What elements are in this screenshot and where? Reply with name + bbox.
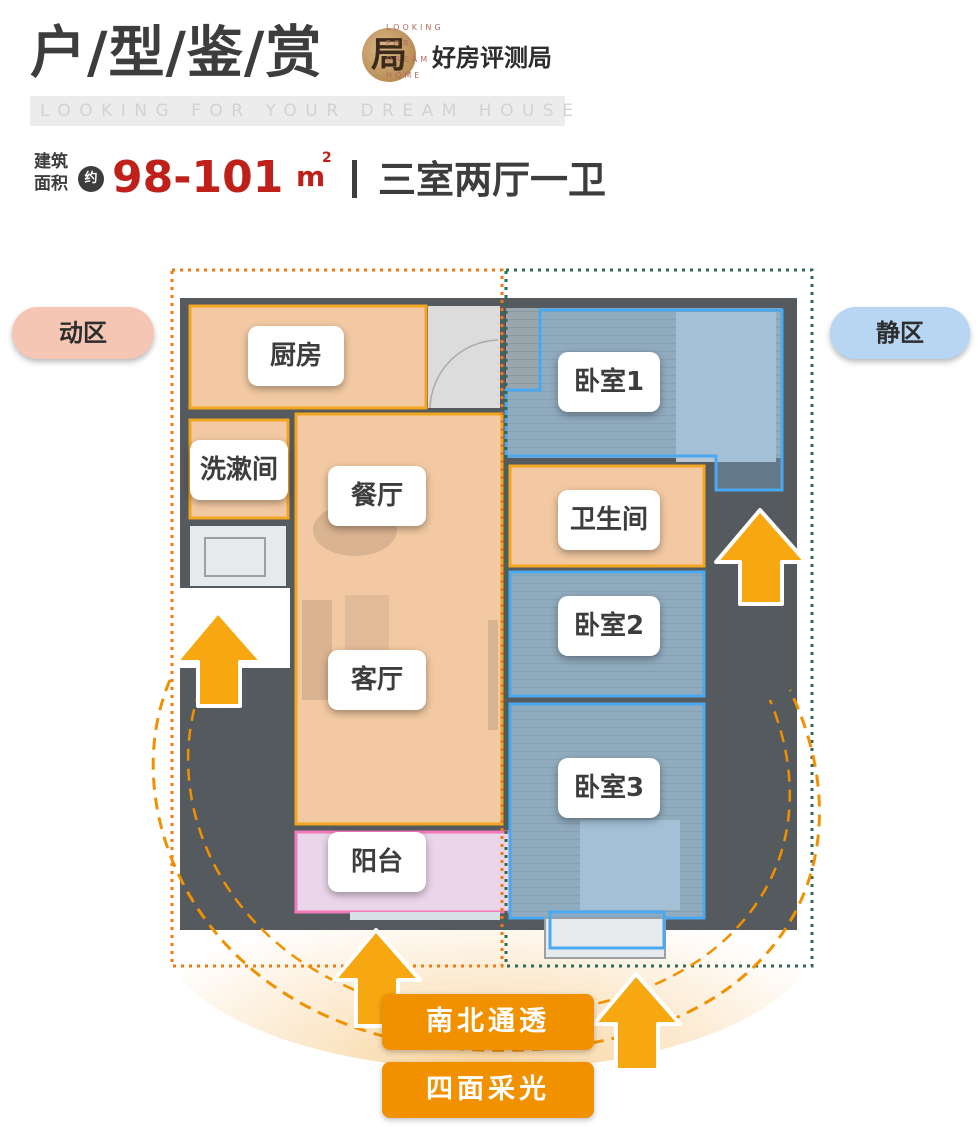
room-label-bedroom1: 卧室1 — [558, 352, 660, 412]
quiet-zone-label: 静区 — [830, 307, 970, 359]
arrow-up-icon — [332, 928, 422, 1028]
room-label-balcony: 阳台 — [328, 832, 426, 892]
room-label-bathroom: 卫生间 — [558, 490, 660, 550]
feature-badge-lighting: 四面采光 — [382, 1062, 594, 1118]
tv-cabinet — [488, 620, 498, 730]
arrow-up-icon — [174, 610, 264, 708]
quiet-zone-boundary — [504, 268, 814, 968]
arrow-up-icon — [714, 508, 808, 606]
bed1 — [676, 312, 776, 462]
logo-char: 局 — [370, 34, 407, 76]
dynamic-zone-label: 动区 — [12, 307, 154, 359]
page-title: 户/型/鉴/赏 — [30, 21, 323, 86]
logo-letters: LOOKING FOR DREAM HOME — [386, 20, 444, 84]
room-label-kitchen: 厨房 — [248, 326, 344, 386]
sofa — [302, 600, 332, 700]
divider — [352, 160, 357, 198]
balcony-window — [350, 912, 500, 920]
area-label: 建筑 面积 — [34, 151, 78, 195]
logo-letter-line: HOME — [386, 71, 423, 80]
living-outline — [294, 412, 504, 826]
kitchen-outline — [188, 304, 428, 410]
washing-machine — [204, 537, 266, 577]
arrow-up-icon — [592, 972, 682, 1072]
tagline: LOOKING FOR YOUR DREAM HOUSE — [40, 101, 582, 121]
coffee-table — [345, 595, 389, 655]
room-label-bedroom2: 卧室2 — [558, 596, 660, 656]
room-label-washroom: 洗漱间 — [190, 440, 288, 500]
feature-badge-ventilation: 南北通透 — [382, 994, 594, 1050]
area-unit: m — [296, 160, 326, 193]
room-label-living: 客厅 — [328, 650, 426, 710]
room-label-bedroom3: 卧室3 — [558, 758, 660, 818]
logo-letter-line: LOOKING — [386, 23, 444, 32]
brand-name: 好房评测局 — [432, 44, 552, 72]
bed3 — [580, 820, 680, 910]
bathroom-outline — [508, 464, 706, 568]
light-arc-outer — [151, 679, 821, 1052]
tagline-bar — [30, 96, 565, 126]
area-unit-sup: 2 — [322, 150, 332, 166]
approx-badge: 约 — [78, 166, 104, 192]
area-value: 98-101 — [112, 152, 284, 203]
logo-letter-line: FOR — [386, 39, 412, 48]
door-swing — [429, 339, 499, 409]
bay-window-outline — [548, 910, 666, 950]
bay-window — [544, 917, 666, 959]
area-label-line2: 面积 — [34, 174, 68, 194]
room-label-dining: 餐厅 — [328, 466, 426, 526]
dynamic-zone-boundary — [170, 268, 504, 968]
logo-seal — [362, 28, 416, 82]
area-label-line1: 建筑 — [34, 152, 68, 172]
kitchen-door-area — [428, 306, 500, 408]
layout-type: 三室两厅一卫 — [378, 158, 607, 202]
logo-letter-line: DREAM — [386, 55, 431, 64]
